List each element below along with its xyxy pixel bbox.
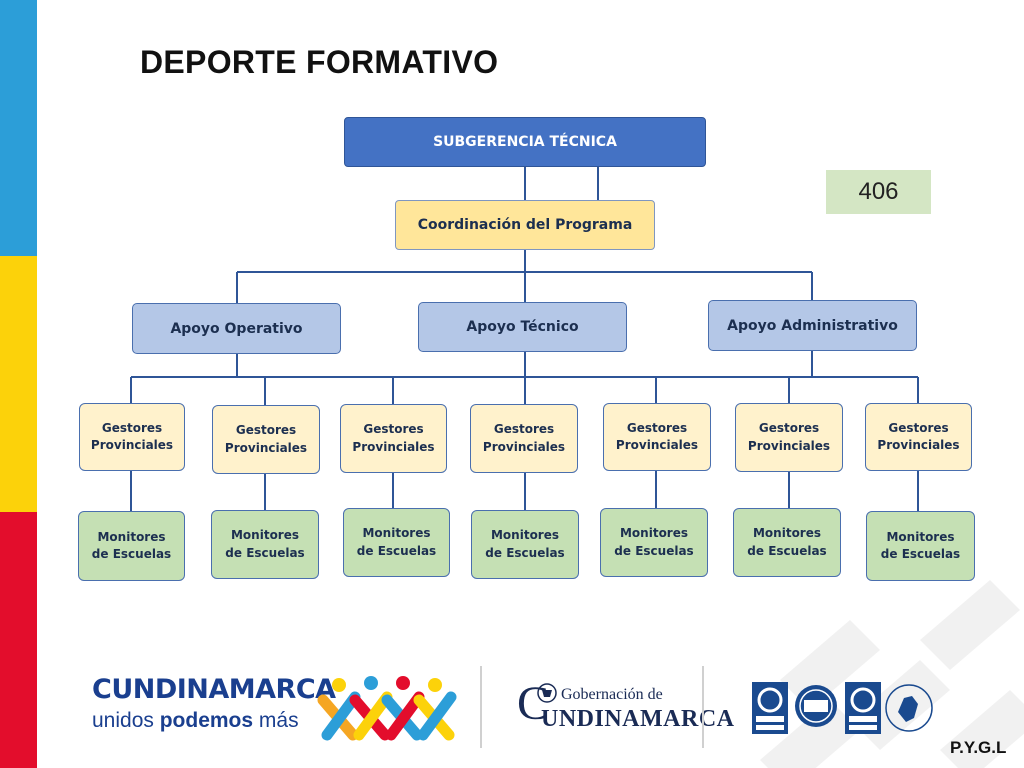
color-sidebar (0, 0, 37, 768)
footer-divider (702, 666, 704, 748)
gobernacion-initial: C (517, 677, 550, 730)
org-connectors (130, 167, 919, 511)
iqnet-icon (795, 685, 837, 727)
sidebar-red-stripe (0, 512, 37, 768)
iso-9001-icon (752, 682, 788, 734)
sidebar-blue-stripe (0, 0, 37, 256)
coat-of-arms-icon (537, 683, 557, 703)
cundinamarca-logo: CUNDINAMARCA unidos podemos más (92, 676, 336, 733)
logo-tagline: unidos podemos más (92, 709, 299, 732)
node-subgerencia-tecnica: SUBGERENCIA TÉCNICA (344, 117, 706, 167)
footer-divider (480, 666, 482, 748)
page-title: DEPORTE FORMATIVO (140, 44, 499, 80)
logo-name: CUNDINAMARCA (92, 674, 336, 705)
gobernacion-line2: UNDINAMARCA (541, 706, 735, 732)
node-apoyo-administrativo: Apoyo Administrativo (708, 300, 917, 351)
node-coordinacion-programa: Coordinación del Programa (395, 200, 655, 250)
map-seal-icon (885, 684, 933, 732)
gobernacion-line1: Gobernación de (561, 686, 663, 703)
number-badge: 406 (826, 170, 931, 214)
sidebar-yellow-stripe (0, 256, 37, 512)
node-apoyo-tecnico: Apoyo Técnico (418, 302, 627, 352)
ntcgp-1000-icon (845, 682, 881, 734)
cundinamarca-emblem (317, 676, 457, 741)
background-decoration (760, 580, 1024, 768)
node-apoyo-operativo: Apoyo Operativo (132, 303, 341, 354)
footer-code: P.Y.G.L (950, 738, 1007, 757)
gobernacion-logo: C Gobernación de UNDINAMARCA (515, 677, 734, 740)
